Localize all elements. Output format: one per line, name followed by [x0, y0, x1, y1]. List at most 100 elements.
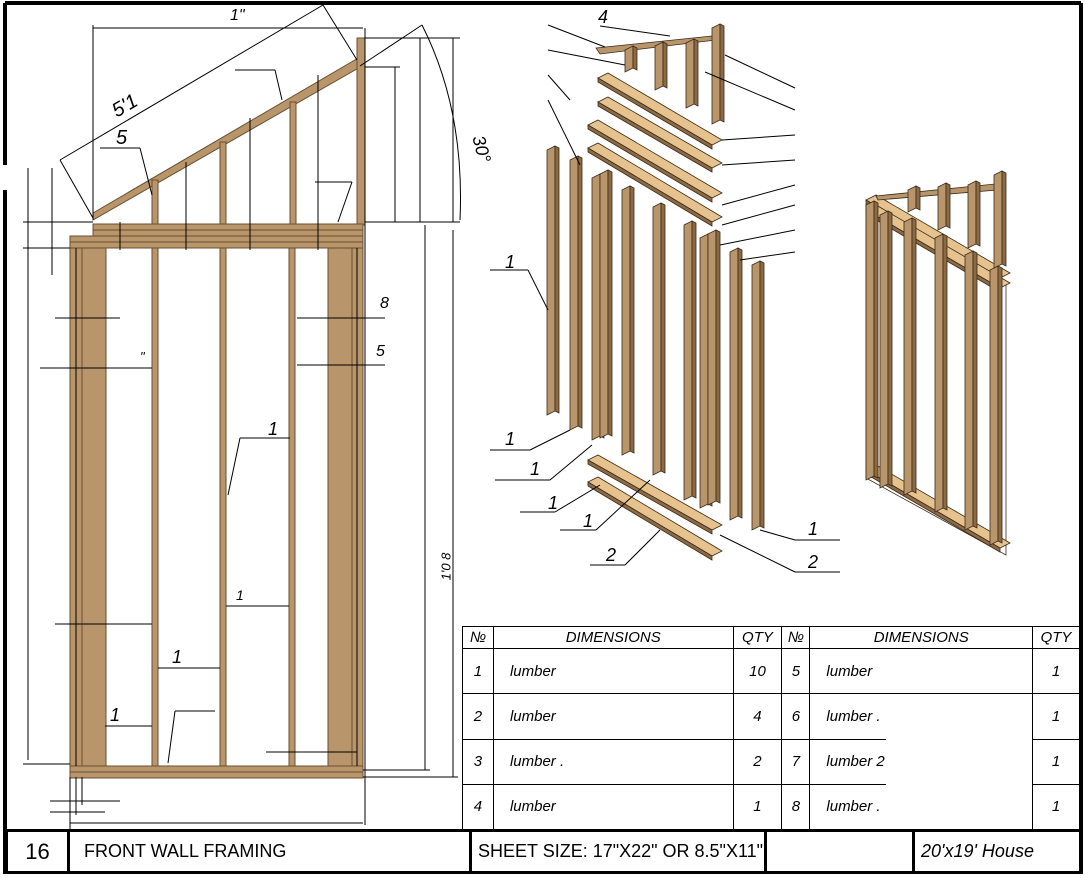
stud-side — [715, 229, 721, 504]
stud — [903, 217, 913, 496]
plate-edge — [587, 459, 713, 535]
stud-side — [975, 180, 981, 247]
stud-side — [873, 200, 879, 479]
part-qty: 1 — [1032, 693, 1080, 740]
exploded-leaders — [490, 24, 840, 573]
col-header: № — [781, 626, 811, 649]
stud — [907, 185, 917, 213]
dim-stud-spacing: 1 — [172, 647, 183, 667]
inch-mark: " — [140, 349, 145, 364]
plate-edge — [587, 481, 713, 561]
stud-side — [693, 38, 699, 107]
callout-5: 5 — [116, 127, 128, 149]
stud-side — [577, 155, 583, 429]
stud-side — [945, 182, 951, 229]
stud — [707, 229, 717, 506]
dimension-lines — [23, 4, 461, 830]
stud-side — [887, 210, 893, 487]
dim-stud-spacing: 1 — [110, 705, 121, 725]
stud — [711, 23, 721, 125]
callout-2: 2 — [606, 545, 617, 565]
cripple-stud — [151, 179, 159, 226]
rafter — [92, 56, 363, 221]
col-header: DIMENSIONS — [809, 626, 1033, 649]
corner-post — [356, 37, 366, 226]
callout-1: 1 — [530, 459, 541, 479]
callout-1: 1 — [808, 519, 819, 539]
stud — [879, 210, 889, 489]
part-number: 3 — [462, 738, 494, 785]
plate-edge — [587, 124, 713, 203]
stud — [591, 173, 601, 441]
callout-1: 1 — [548, 493, 559, 513]
dim-wall-height: 1'0 8 — [438, 552, 454, 581]
stud — [934, 233, 944, 513]
empty-cell — [764, 829, 915, 874]
stud — [652, 202, 662, 476]
stud-side — [554, 145, 560, 414]
stud-side — [629, 185, 635, 454]
callout-stud: 1 — [268, 419, 279, 439]
callout-4: 4 — [598, 7, 609, 27]
part-dimensions: lumber . — [492, 738, 734, 785]
stud-side — [691, 220, 697, 499]
stud-side — [915, 185, 921, 211]
stud-side — [660, 202, 666, 474]
cripple-stud — [289, 101, 297, 226]
stud — [865, 200, 875, 481]
stud — [621, 185, 631, 456]
stud-side — [997, 265, 1003, 544]
sheet-number: 16 — [5, 829, 70, 874]
table-row: 2 lumber 4 6 lumber . 1 — [462, 693, 1080, 740]
callout-1: 1 — [505, 252, 516, 272]
stud — [219, 247, 227, 767]
jack-stud — [81, 247, 107, 767]
callout-1: 1 — [505, 429, 516, 449]
col-header: QTY — [732, 626, 783, 649]
stud-side — [972, 250, 978, 529]
col-header: № — [462, 626, 494, 649]
stud-side — [632, 45, 638, 71]
col-header: DIMENSIONS — [492, 626, 734, 649]
stud — [288, 247, 296, 767]
stud — [654, 41, 664, 91]
stud — [151, 247, 159, 767]
plate-edge — [597, 77, 713, 150]
sheet-border — [3, 1, 1083, 874]
part-qty: 2 — [732, 738, 783, 785]
stud — [699, 233, 709, 509]
table-row: 4 lumber 1 8 lumber . 1 — [462, 783, 1080, 831]
stud — [729, 247, 739, 521]
part-number: 5 — [781, 647, 811, 695]
sheet-size: SHEET SIZE: 17"X22" OR 8.5"X11" — [469, 829, 767, 874]
stud — [546, 145, 556, 416]
part-qty: 1 — [1032, 738, 1080, 785]
part-qty: 1 — [732, 783, 783, 831]
assembled-wall-view — [865, 170, 1011, 556]
part-qty: 10 — [732, 647, 783, 695]
stud-side — [719, 23, 725, 123]
plate-edge — [587, 147, 713, 227]
dim-top-width: 1" — [230, 7, 245, 24]
part-number: 2 — [462, 693, 494, 740]
stud-side — [662, 41, 668, 89]
stud-side — [607, 169, 613, 437]
stud — [993, 170, 1003, 269]
table-row: 1 lumber 10 5 lumber 1 — [462, 647, 1080, 695]
plate-edge — [597, 101, 713, 173]
stud — [967, 180, 977, 249]
part-dimensions: lumber — [492, 693, 734, 740]
dim-stud-spacing: 1 — [236, 587, 244, 603]
col-header: QTY — [1032, 626, 1080, 649]
project-name: 20'x19' House — [912, 829, 1083, 874]
stud-side — [1001, 170, 1007, 267]
stud-side — [737, 247, 743, 519]
stud-side — [942, 233, 948, 511]
stud — [989, 265, 999, 546]
part-number: 8 — [781, 783, 811, 831]
part-qty: 1 — [1032, 647, 1080, 695]
stud — [751, 260, 761, 531]
part-number: 1 — [462, 647, 494, 695]
